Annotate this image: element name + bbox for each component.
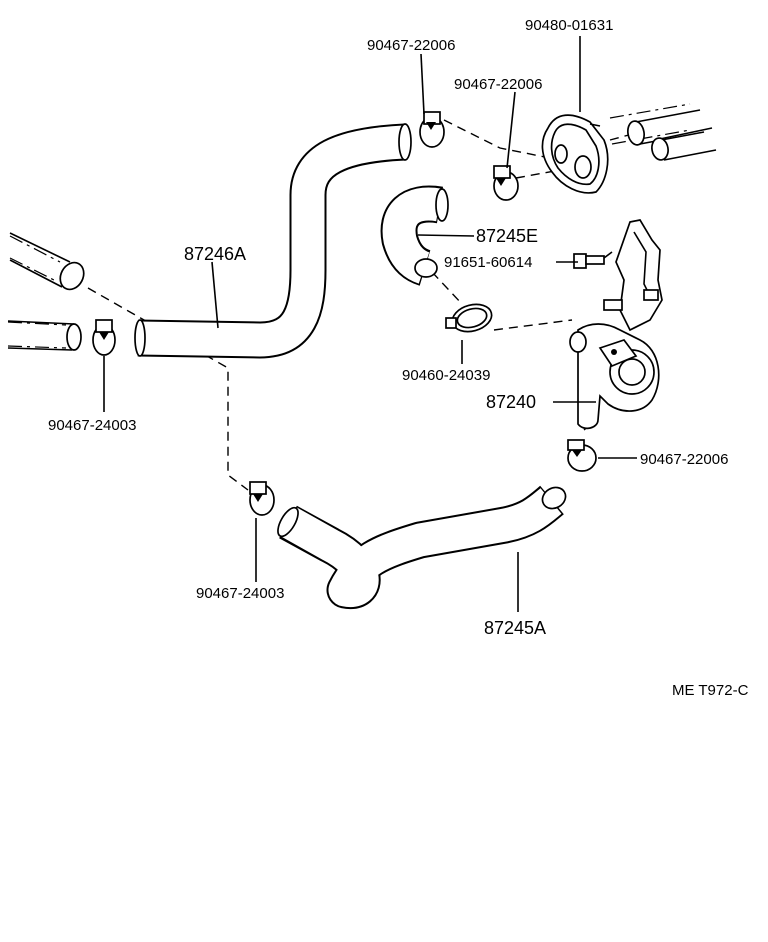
clamp-bottom [249, 481, 275, 516]
grommet [541, 114, 609, 194]
hose-87245a [277, 485, 567, 609]
callout-clamp-valve: 90467-22006 [640, 451, 728, 468]
callout-clamp-left: 90467-24003 [48, 417, 136, 434]
left-pipe-lower [7, 320, 82, 351]
callout-hose-upper: 87245E [476, 226, 538, 246]
clamp-band [445, 303, 493, 333]
callout-labels: 90467-22006 90480-01631 90467-22006 8724… [48, 17, 749, 699]
heater-valve [569, 219, 663, 430]
callout-clamp-band: 90460-24039 [402, 367, 490, 384]
diagram-code: ME T972-C [672, 682, 749, 699]
hose-87246a [134, 123, 412, 359]
right-pipe-ends [627, 109, 717, 161]
leader-lines [103, 36, 637, 612]
clamp-valve [567, 439, 597, 472]
callout-bolt: 91651-60614 [444, 254, 532, 271]
hose-87245e [380, 185, 449, 286]
centerlines [7, 103, 691, 349]
clamp-top-left [419, 111, 445, 148]
callout-clamp-bottom: 90467-24003 [196, 585, 284, 602]
clamp-top-mid [493, 165, 519, 201]
callout-hose-lower: 87245A [484, 618, 546, 638]
callout-hose-main: 87246A [184, 244, 246, 264]
callout-clamp-top-left: 90467-22006 [367, 37, 455, 54]
clamp-left [92, 319, 116, 356]
callout-valve: 87240 [486, 392, 536, 412]
callout-clamp-top-mid: 90467-22006 [454, 76, 542, 93]
bolt [573, 251, 613, 269]
callout-grommet: 90480-01631 [525, 17, 613, 34]
left-pipe-upper [9, 232, 85, 291]
